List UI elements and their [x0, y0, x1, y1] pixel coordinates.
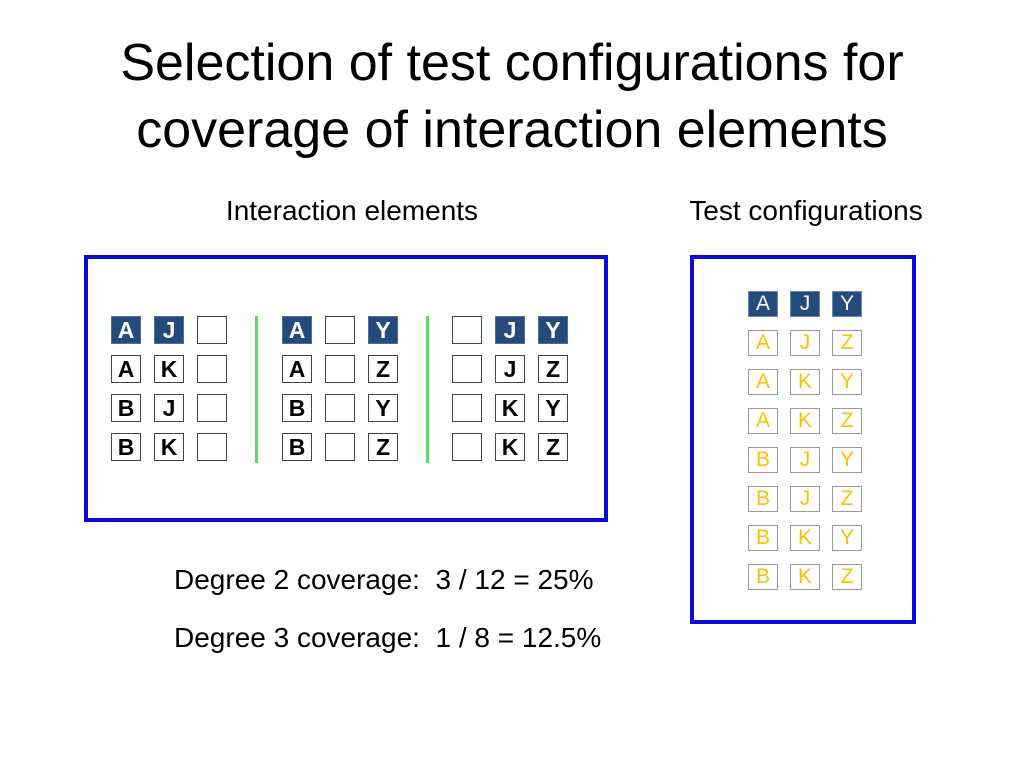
- configuration-cell: J: [790, 291, 820, 317]
- interaction-cell: Y: [538, 316, 568, 344]
- configuration-cell: Y: [832, 369, 862, 395]
- configuration-cell: K: [790, 525, 820, 551]
- interaction-cell: B: [111, 433, 141, 461]
- interaction-cell-empty: [325, 316, 355, 344]
- configuration-cell: K: [790, 369, 820, 395]
- configuration-cell: A: [748, 369, 778, 395]
- interaction-cell: J: [154, 316, 184, 344]
- interaction-cell: J: [495, 316, 525, 344]
- configuration-cell: Y: [832, 291, 862, 317]
- interaction-cell-empty: [325, 355, 355, 383]
- degree-2-coverage-text: Degree 2 coverage: 3 / 12 = 25%: [174, 564, 594, 595]
- interaction-cell: B: [282, 394, 312, 422]
- configuration-cell: Z: [832, 486, 862, 512]
- interaction-cell-empty: [197, 433, 227, 461]
- configuration-cell: J: [790, 330, 820, 356]
- interaction-elements-heading: Interaction elements: [225, 195, 479, 226]
- interaction-cell-empty: [452, 433, 482, 461]
- interaction-cell: Y: [368, 394, 398, 422]
- slide-title-line-1: Selection of test configurations for: [120, 34, 904, 92]
- interaction-cell-empty: [325, 394, 355, 422]
- interaction-cell: Y: [538, 394, 568, 422]
- configuration-cell: Y: [832, 447, 862, 473]
- interaction-cell: Z: [538, 433, 568, 461]
- configuration-cell: B: [748, 525, 778, 551]
- interaction-cell: K: [154, 355, 184, 383]
- group-divider: [426, 316, 429, 463]
- configuration-cell: Z: [832, 564, 862, 590]
- interaction-cell: B: [282, 433, 312, 461]
- interaction-cell: Z: [538, 355, 568, 383]
- configuration-cell: K: [790, 564, 820, 590]
- interaction-cell: A: [111, 355, 141, 383]
- configuration-cell: B: [748, 564, 778, 590]
- configuration-cell: Z: [832, 408, 862, 434]
- interaction-cell: K: [495, 394, 525, 422]
- interaction-cell: Z: [368, 433, 398, 461]
- configuration-cell: A: [748, 330, 778, 356]
- configuration-cell: J: [790, 486, 820, 512]
- interaction-cell-empty: [197, 316, 227, 344]
- configuration-cell: Z: [832, 330, 862, 356]
- configuration-cell: Y: [832, 525, 862, 551]
- interaction-cell-empty: [197, 355, 227, 383]
- interaction-cell: Z: [368, 355, 398, 383]
- configuration-cell: B: [748, 486, 778, 512]
- interaction-cell-empty: [325, 433, 355, 461]
- configuration-cell: K: [790, 408, 820, 434]
- interaction-elements-panel: [84, 255, 608, 522]
- interaction-cell: J: [495, 355, 525, 383]
- configuration-cell: A: [748, 291, 778, 317]
- degree-3-coverage-text: Degree 3 coverage: 1 / 8 = 12.5%: [174, 622, 602, 653]
- interaction-cell-empty: [452, 394, 482, 422]
- slide-title: Selection of test configurations for cov…: [0, 30, 1024, 164]
- interaction-cell: A: [111, 316, 141, 344]
- configuration-cell: B: [748, 447, 778, 473]
- test-configurations-heading: Test configurations: [689, 195, 923, 226]
- interaction-cell: K: [154, 433, 184, 461]
- slide-title-line-2: coverage of interaction elements: [136, 101, 888, 159]
- interaction-cell: K: [495, 433, 525, 461]
- interaction-cell-empty: [452, 355, 482, 383]
- interaction-cell-empty: [452, 316, 482, 344]
- configuration-cell: J: [790, 447, 820, 473]
- interaction-cell-empty: [197, 394, 227, 422]
- configuration-cell: A: [748, 408, 778, 434]
- interaction-cell: A: [282, 316, 312, 344]
- interaction-cell: A: [282, 355, 312, 383]
- interaction-cell: Y: [368, 316, 398, 344]
- interaction-cell: J: [154, 394, 184, 422]
- group-divider: [255, 316, 258, 463]
- interaction-cell: B: [111, 394, 141, 422]
